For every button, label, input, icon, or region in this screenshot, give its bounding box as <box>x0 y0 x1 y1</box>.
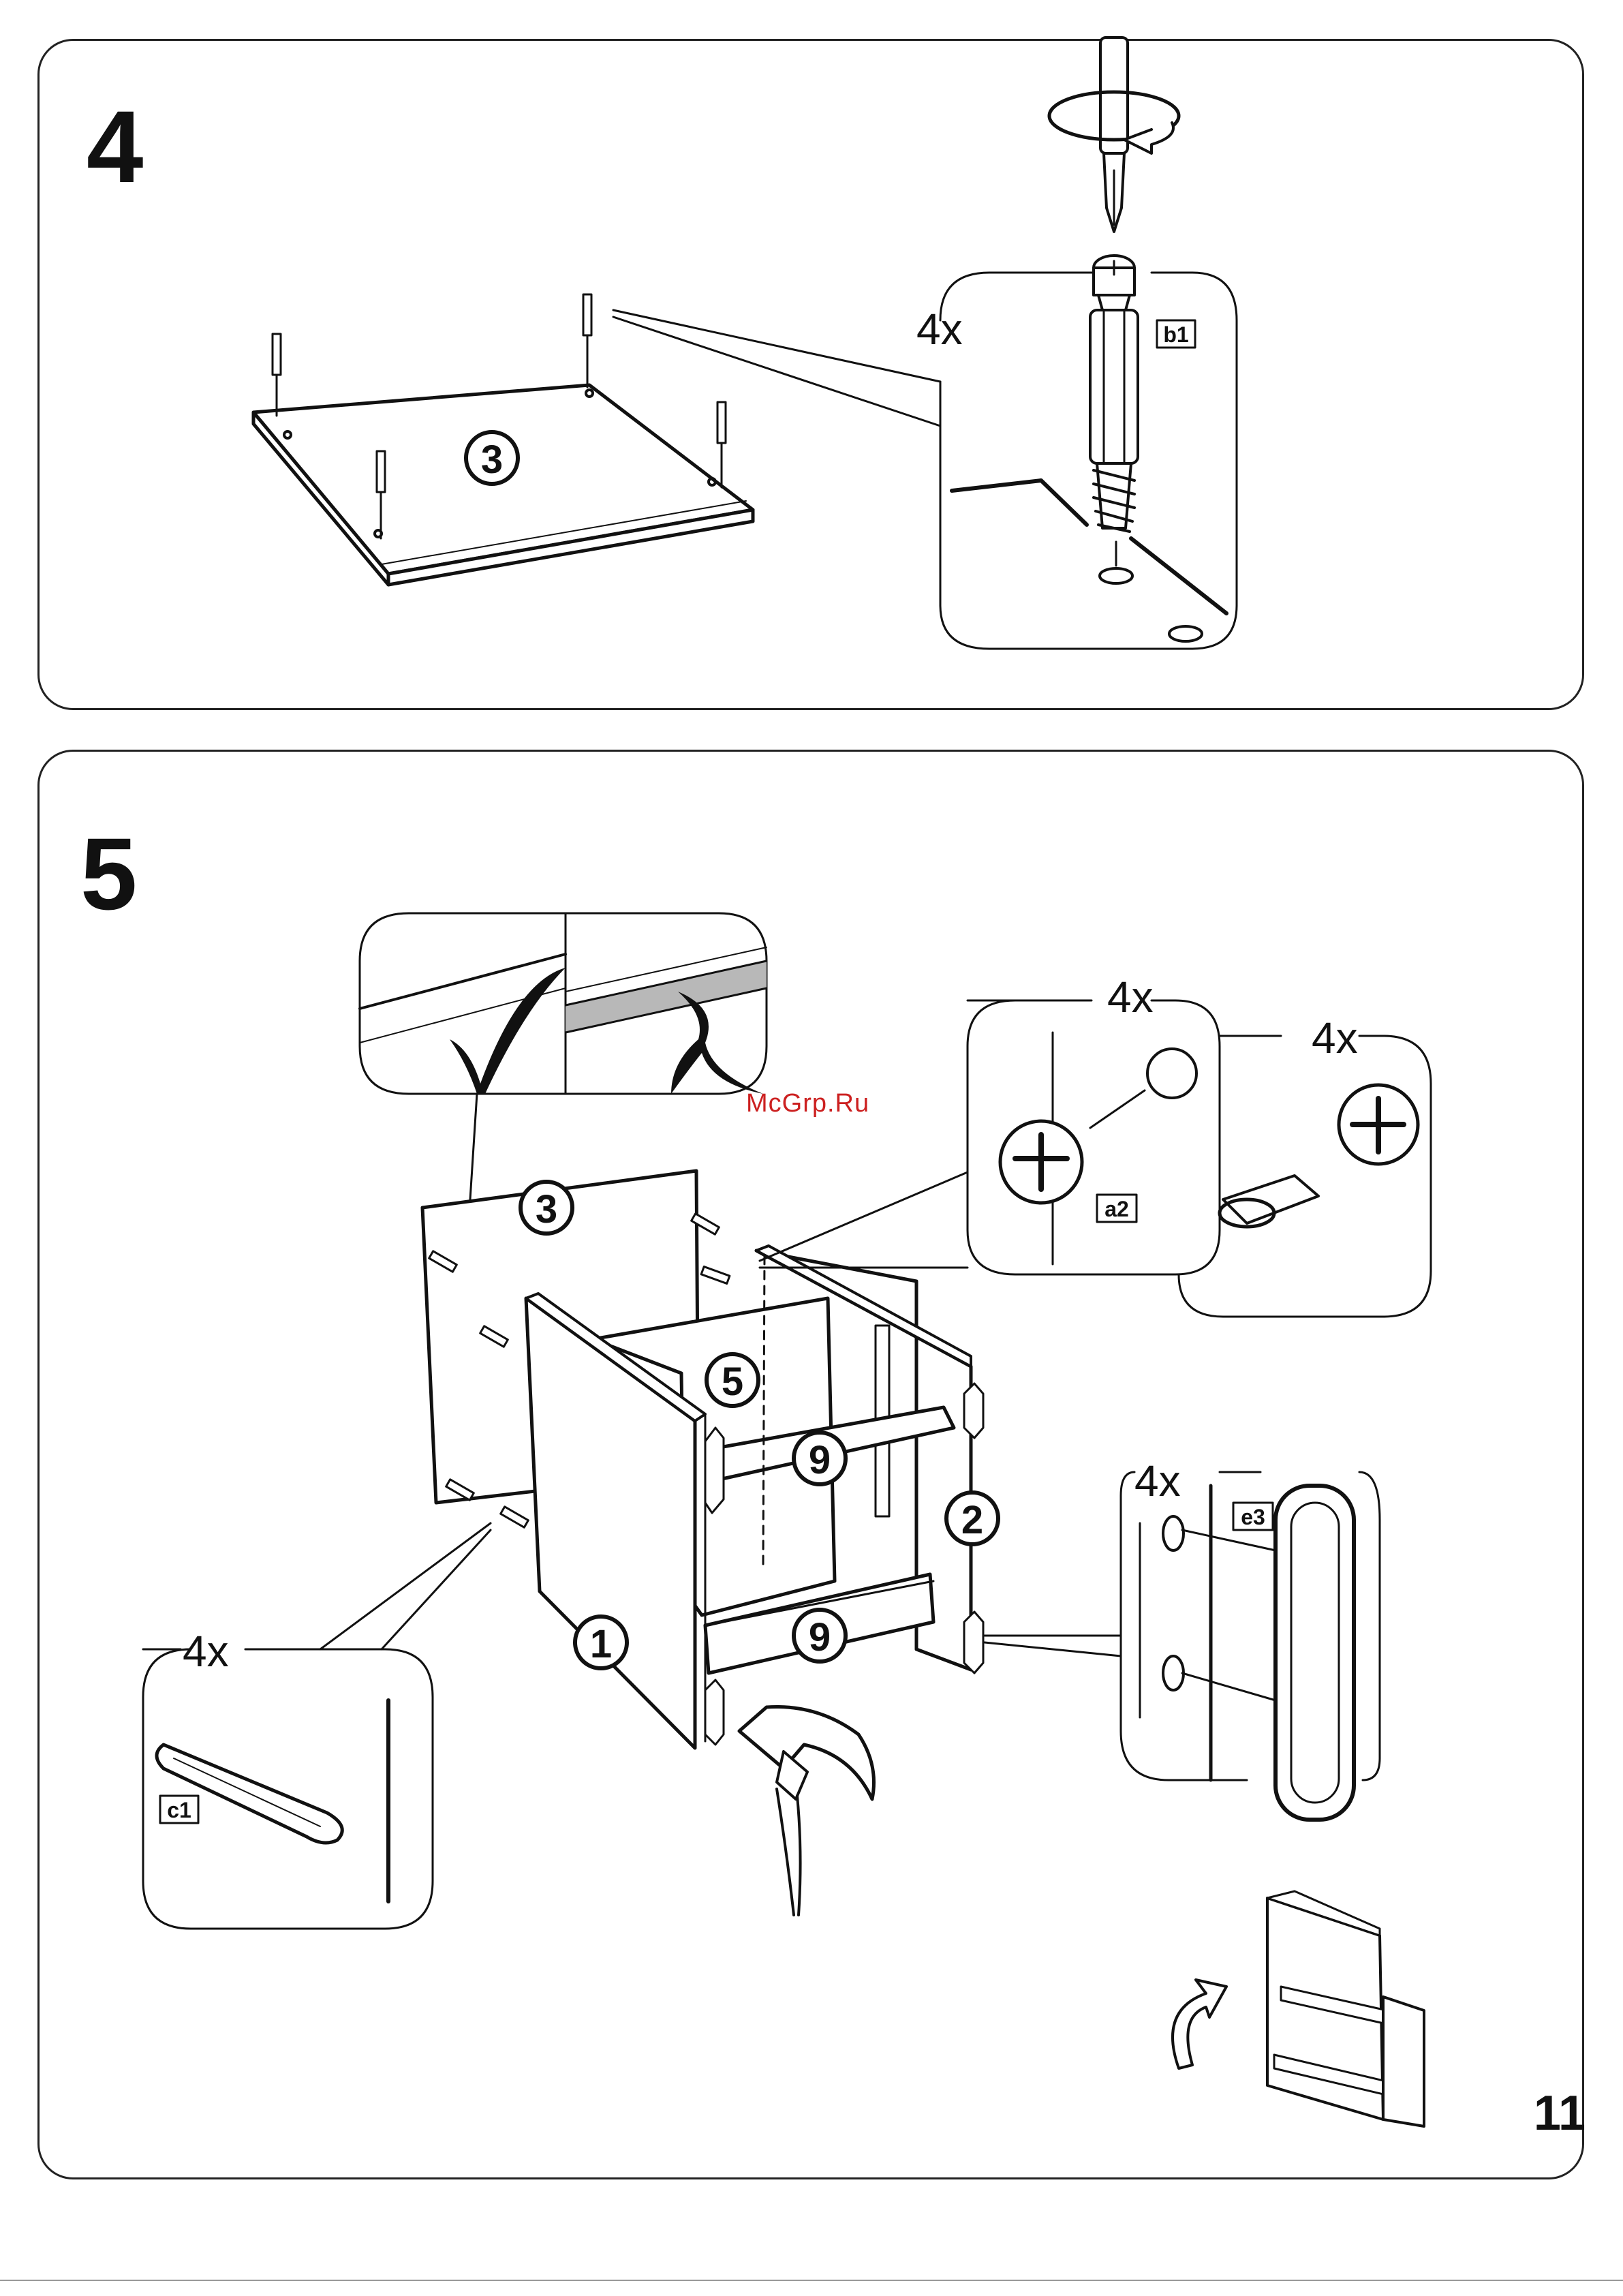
svg-text:3: 3 <box>481 438 503 482</box>
rail-label-9-bottom: 9 <box>794 1610 846 1662</box>
part-code-b1: b1 <box>1157 320 1195 348</box>
step-number-5: 5 <box>80 823 137 925</box>
part-code-e3: e3 <box>1233 1503 1273 1530</box>
svg-text:4x: 4x <box>1312 1013 1358 1062</box>
edge-orientation-detail <box>360 913 767 1094</box>
svg-text:4x: 4x <box>1107 973 1154 1022</box>
flipped-cabinet-thumbnail <box>1267 1891 1424 2126</box>
cam-lock-icon <box>1000 1049 1196 1203</box>
cam-lock-turn-icon <box>1220 1085 1418 1227</box>
part-code-c1: c1 <box>160 1796 198 1823</box>
panel-label-1: 1 <box>575 1617 627 1668</box>
svg-text:4x: 4x <box>183 1627 229 1676</box>
svg-text:3: 3 <box>536 1187 557 1231</box>
svg-text:5: 5 <box>722 1360 743 1404</box>
handle-icon <box>1163 1486 1354 1820</box>
page-number: 11 <box>1534 2089 1586 2138</box>
flip-arrow-icon <box>1173 1980 1226 2068</box>
panel-label-2: 2 <box>946 1493 998 1544</box>
callout-quantity-4x-a2: 4x <box>1107 973 1154 1022</box>
svg-text:b1: b1 <box>1163 322 1188 347</box>
callout-quantity-4x-c1: 4x <box>183 1627 229 1676</box>
callout-quantity-4x-screwdriver: 4x <box>1312 1013 1358 1062</box>
screwdriver-icon <box>1100 37 1128 232</box>
panel-label-5: 5 <box>707 1354 758 1406</box>
part-code-a2: a2 <box>1097 1195 1137 1222</box>
panel-label-3: 3 <box>521 1182 572 1234</box>
watermark: McGrp.Ru <box>746 1089 869 1118</box>
svg-text:a2: a2 <box>1104 1197 1129 1221</box>
cam-bolt-icon-large <box>1090 256 1138 532</box>
step-number-4: 4 <box>87 95 143 198</box>
svg-text:1: 1 <box>590 1622 612 1666</box>
board-part-label: 3 <box>466 432 518 484</box>
hammer-icon <box>739 1707 874 1916</box>
board-part-3 <box>253 385 753 585</box>
svg-text:c1: c1 <box>167 1798 191 1822</box>
svg-text:2: 2 <box>961 1498 983 1542</box>
svg-text:e3: e3 <box>1241 1505 1265 1529</box>
svg-text:9: 9 <box>809 1438 831 1482</box>
svg-text:4x: 4x <box>916 305 963 354</box>
callout-quantity-4x: 4x <box>916 305 963 354</box>
footer-divider <box>0 2280 1623 2281</box>
svg-text:4x: 4x <box>1134 1456 1181 1505</box>
callout-quantity-4x-e3: 4x <box>1134 1456 1181 1505</box>
svg-text:9: 9 <box>809 1615 831 1659</box>
rail-label-9-top: 9 <box>794 1433 846 1484</box>
